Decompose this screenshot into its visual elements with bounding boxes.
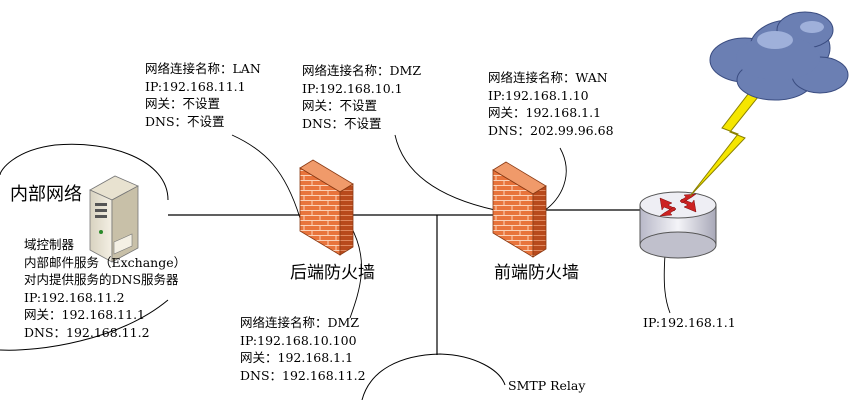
internal-mail-label: 内部邮件服务（Exchange） xyxy=(24,254,187,270)
dmz-top-ip: IP:192.168.10.1 xyxy=(302,80,403,96)
internal-gateway: 网关：192.168.11.1 xyxy=(24,307,145,322)
callout-dmz-bottom xyxy=(349,224,362,319)
lan-connection-label: 网络连接名称：LAN IP:192.168.11.1 网关：不设置 DNS：不设… xyxy=(145,60,261,130)
wan-name: 网络连接名称：WAN xyxy=(488,70,608,85)
dmz-top-name: 网络连接名称：DMZ xyxy=(302,63,422,78)
back-firewall-icon xyxy=(299,159,354,256)
dmz-bottom-dns: DNS：192.168.11.2 xyxy=(240,367,366,383)
dmz-top-gateway: 网关：不设置 xyxy=(302,98,378,113)
lightning-icon xyxy=(689,84,763,197)
wan-ip: IP:192.168.1.10 xyxy=(488,87,589,103)
internal-network-boundary xyxy=(0,143,169,351)
dmz-top-connection-label: 网络连接名称：DMZ IP:192.168.10.1 网关：不设置 DNS：不设… xyxy=(302,62,421,132)
internal-ip: IP:192.168.11.2 xyxy=(24,289,125,305)
dmz-bottom-ip: IP:192.168.10.100 xyxy=(240,332,357,348)
callout-lines xyxy=(231,134,671,319)
smtp-relay-label: SMTP Relay xyxy=(508,378,586,393)
dmz-network-boundary xyxy=(361,353,506,400)
dmz-top-dns: DNS：不设置 xyxy=(302,115,382,131)
wan-gateway: 网关：192.168.1.1 xyxy=(488,105,602,120)
wan-connection-label: 网络连接名称：WAN IP:192.168.1.10 网关：192.168.1.… xyxy=(488,69,614,139)
internal-dns: DNS：192.168.11.2 xyxy=(24,324,150,340)
internal-dns-label: 对内提供服务的DNS服务器 xyxy=(24,272,179,287)
network-links xyxy=(168,209,640,355)
internal-network-details: 域控制器 内部邮件服务（Exchange） 对内提供服务的DNS服务器 IP:1… xyxy=(24,236,186,341)
internet-cloud-icon xyxy=(709,11,849,101)
router-icon xyxy=(639,191,717,259)
lan-dns: DNS：不设置 xyxy=(145,113,225,129)
callout-dmz-top xyxy=(394,134,496,211)
wan-dns: DNS：202.99.96.68 xyxy=(488,122,614,138)
front-firewall-label: 前端防火墙 xyxy=(494,263,579,283)
server-icon xyxy=(89,175,139,263)
lan-gateway: 网关：不设置 xyxy=(145,96,221,111)
dmz-bottom-name: 网络连接名称：DMZ xyxy=(240,315,360,330)
domain-controller-label: 域控制器 xyxy=(24,237,75,252)
callout-router-ip xyxy=(663,254,671,314)
lan-name: 网络连接名称：LAN xyxy=(145,61,261,76)
callout-lan xyxy=(231,134,301,219)
dmz-bottom-gateway: 网关：192.168.1.1 xyxy=(240,350,354,365)
back-firewall-label: 后端防火墙 xyxy=(290,263,375,283)
front-firewall-icon xyxy=(492,161,547,258)
callout-wan xyxy=(544,147,567,211)
dmz-bottom-connection-label: 网络连接名称：DMZ IP:192.168.10.100 网关：192.168.… xyxy=(240,314,366,384)
lan-ip: IP:192.168.11.1 xyxy=(145,78,246,94)
internal-network-title: 内部网络 xyxy=(10,184,82,205)
router-ip-label: IP:192.168.1.1 xyxy=(643,315,736,330)
